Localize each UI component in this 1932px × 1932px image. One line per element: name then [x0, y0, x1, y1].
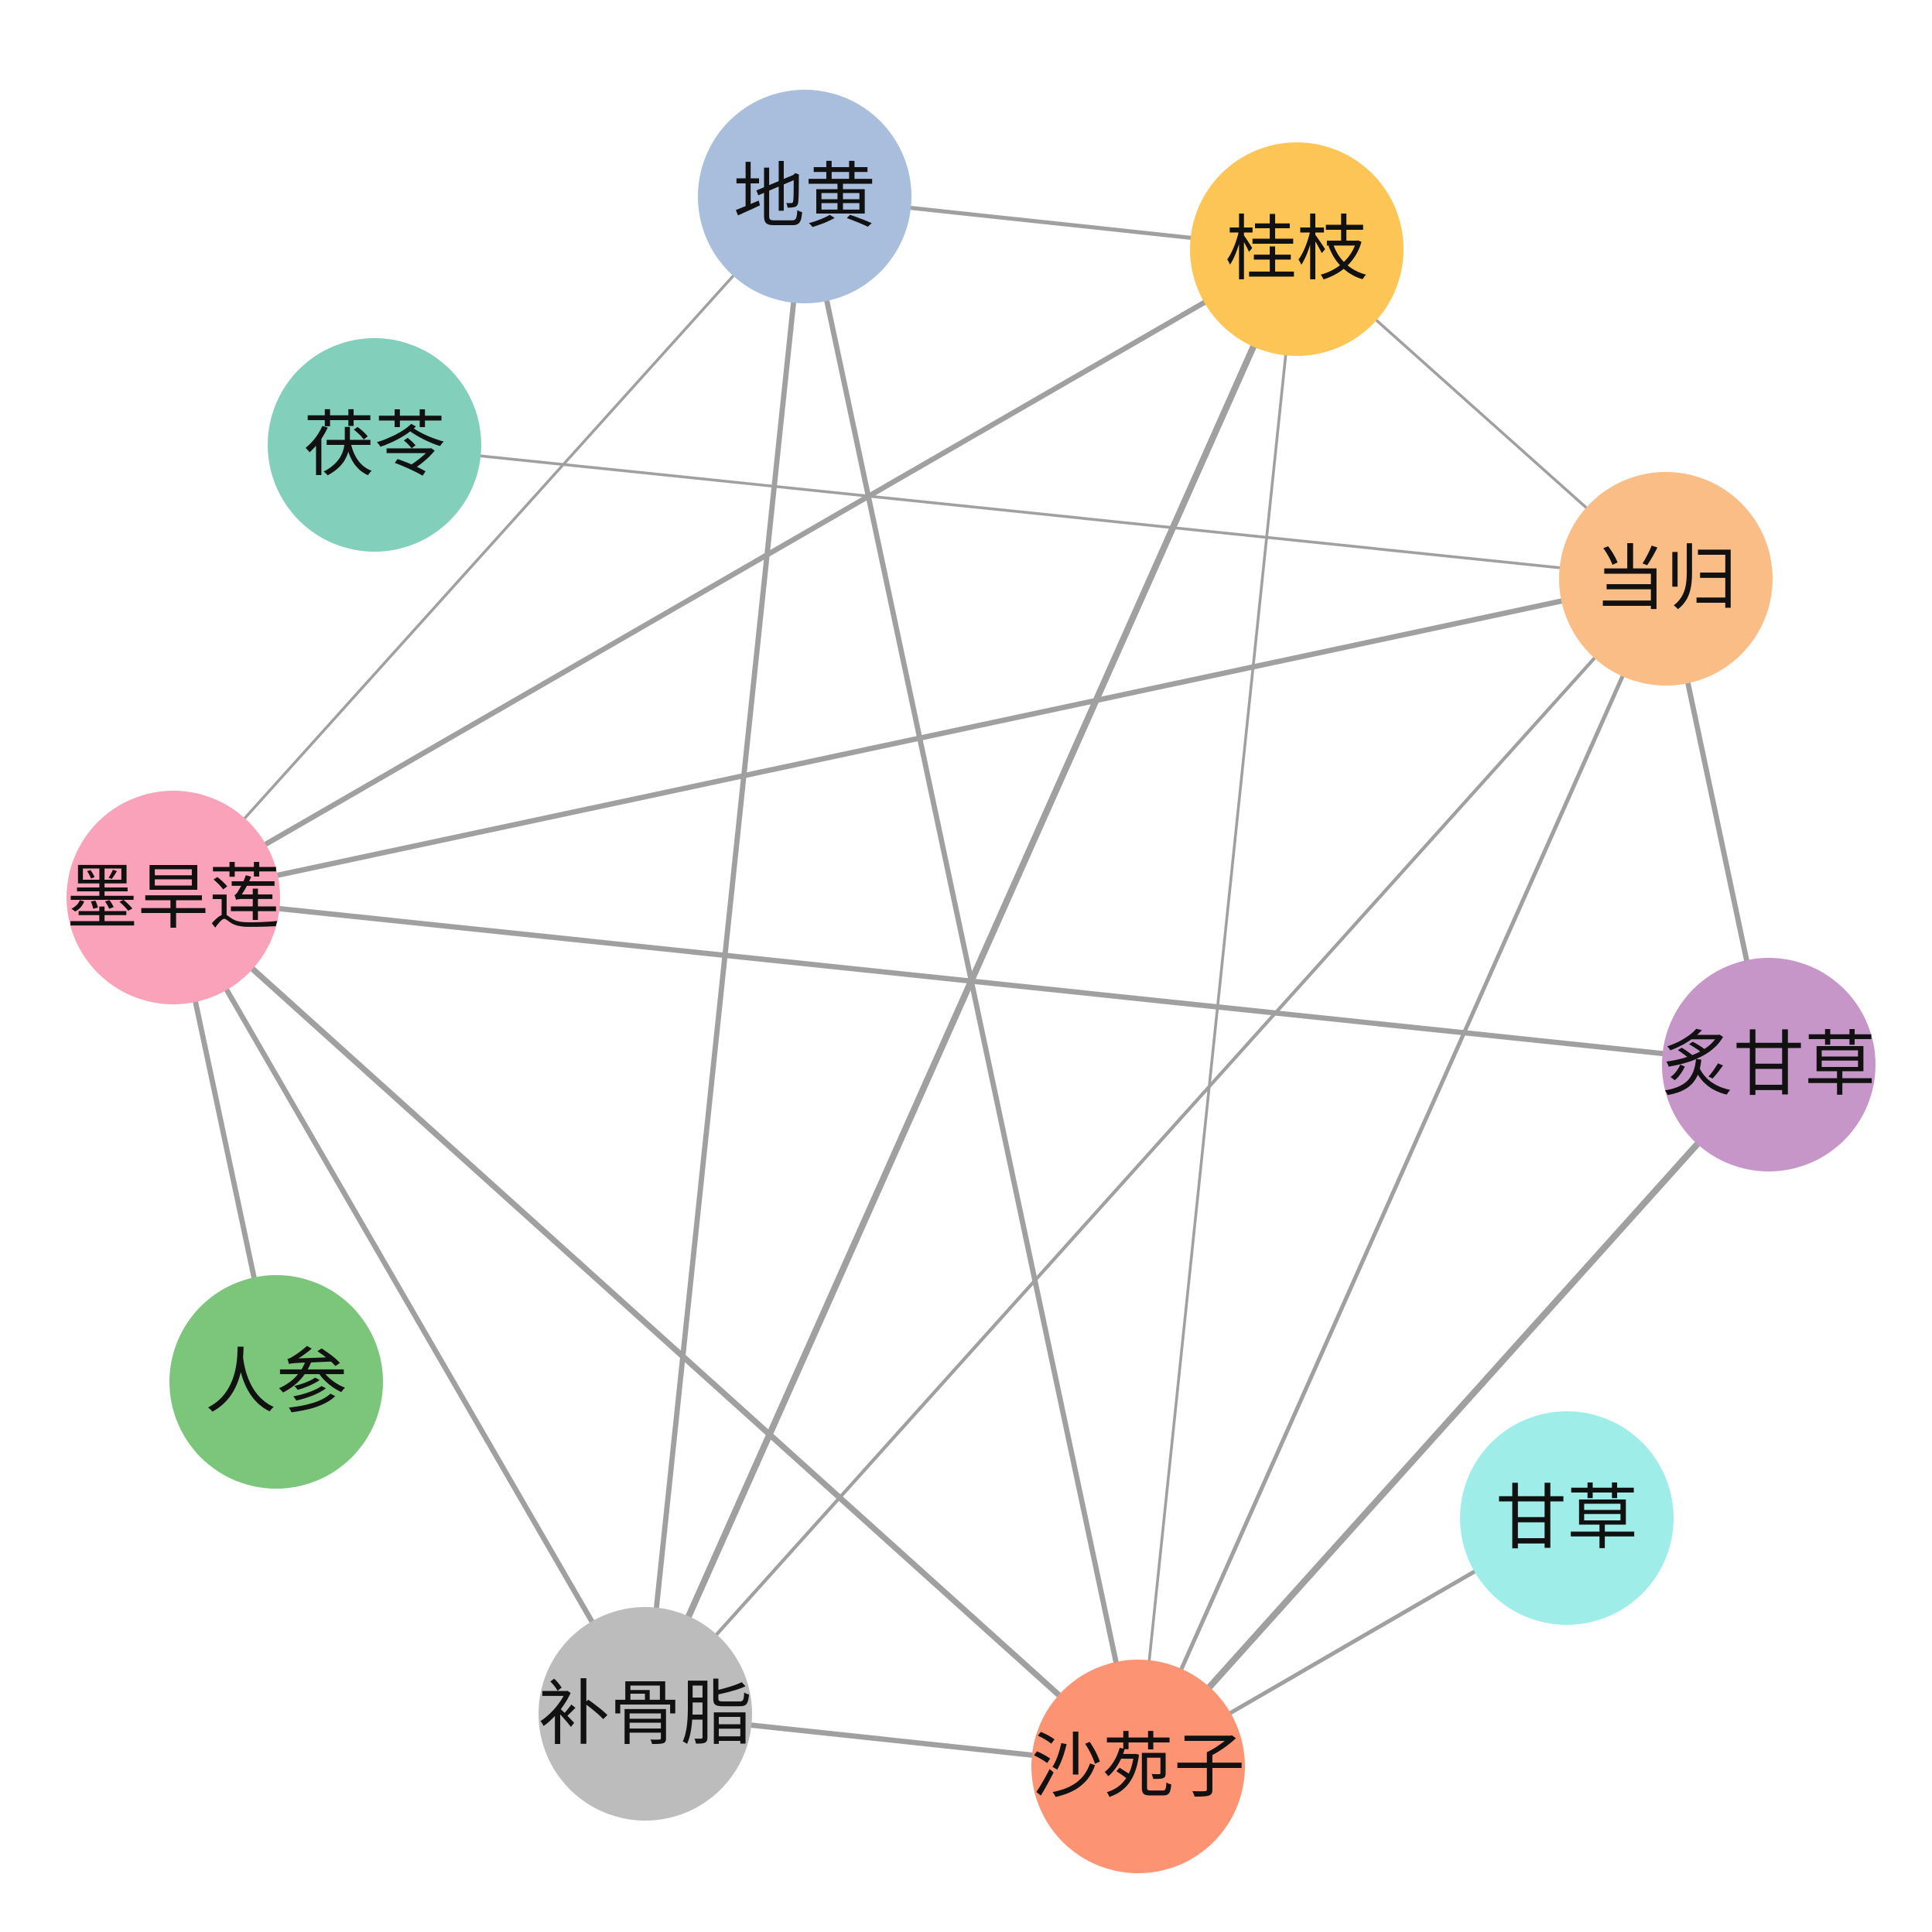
node-buguzhi: 补骨脂 [539, 1607, 752, 1821]
node-gancao: 甘草 [1460, 1411, 1674, 1625]
node-circle-shayuanzi [1031, 1660, 1245, 1873]
edge-danggui-shayuanzi [1136, 576, 1668, 1769]
node-label-renshen: 人参 [205, 1341, 347, 1424]
edge-danggui-buguzhi [643, 576, 1668, 1716]
node-label-danggui: 当归 [1595, 538, 1737, 621]
edge-mohanlian-shayuanzi [170, 894, 1141, 1770]
node-circle-fuling [268, 338, 481, 552]
edge-mohanlian-zhigancao [170, 894, 1772, 1068]
edge-mohanlian-buguzhi [170, 894, 648, 1717]
node-label-zhigancao: 炙甘草 [1662, 1024, 1876, 1106]
node-circle-buguzhi [539, 1607, 752, 1821]
node-renshen: 人参 [169, 1275, 383, 1489]
node-zhigancao: 炙甘草 [1662, 958, 1876, 1171]
node-mohanlian: 墨旱莲 [67, 791, 280, 1004]
node-label-shayuanzi: 沙苑子 [1031, 1725, 1245, 1808]
node-label-dihuang: 地黄 [733, 156, 876, 238]
edge-layer [170, 193, 1773, 1770]
node-label-mohanlian: 墨旱莲 [67, 857, 280, 939]
node-circle-danggui [1559, 472, 1773, 686]
node-shayuanzi: 沙苑子 [1031, 1660, 1245, 1873]
node-dihuang: 地黄 [698, 90, 911, 303]
node-circle-guizhi [1190, 142, 1404, 356]
edge-zhigancao-shayuanzi [1134, 1061, 1773, 1770]
node-circle-mohanlian [67, 791, 280, 1004]
edge-dihuang-mohanlian [172, 195, 806, 899]
node-label-fuling: 茯苓 [303, 404, 446, 487]
edge-guizhi-mohanlian [170, 246, 1300, 901]
node-circle-zhigancao [1662, 958, 1876, 1171]
node-danggui: 当归 [1559, 472, 1773, 686]
node-guizhi: 桂枝 [1190, 142, 1404, 356]
node-label-guizhi: 桂枝 [1226, 208, 1368, 291]
node-circle-gancao [1460, 1411, 1674, 1625]
edge-danggui-mohanlian [170, 576, 1669, 901]
node-circle-renshen [169, 1275, 383, 1489]
node-circle-dihuang [698, 90, 911, 303]
node-label-gancao: 甘草 [1496, 1477, 1638, 1560]
node-label-buguzhi: 补骨脂 [539, 1673, 752, 1756]
node-fuling: 茯苓 [268, 338, 481, 552]
edge-fuling-danggui [373, 443, 1667, 580]
